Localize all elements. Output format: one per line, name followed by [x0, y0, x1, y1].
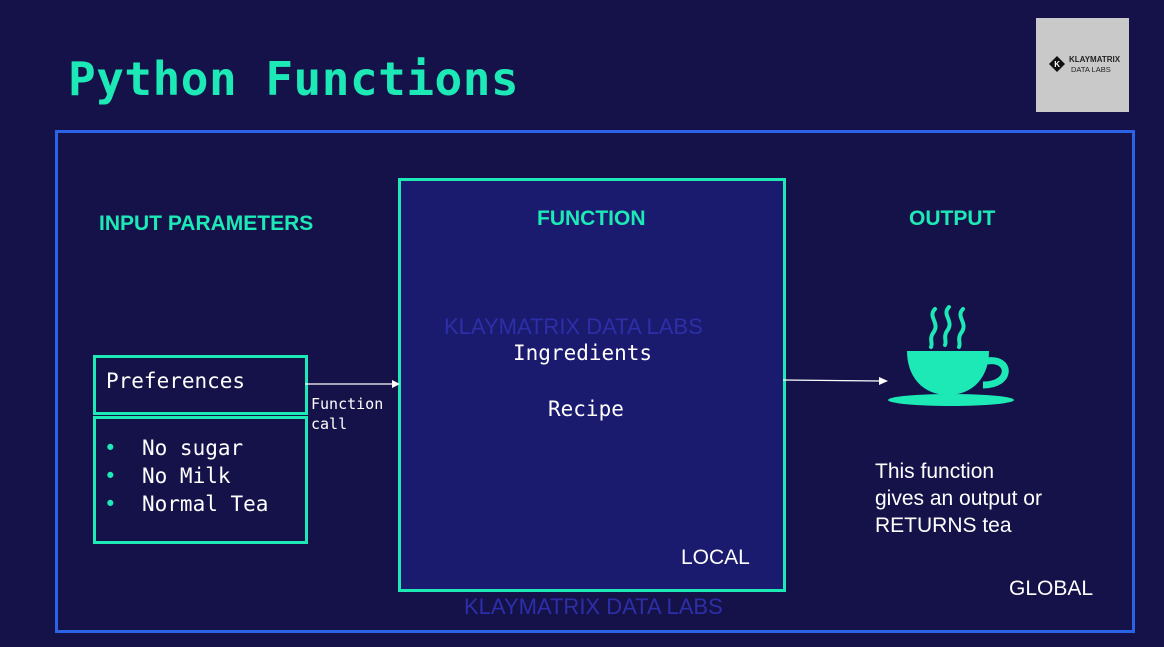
function-call-label: Function call	[311, 395, 384, 433]
input-parameters-heading: INPUT PARAMETERS	[99, 212, 314, 235]
logo-text-line2: DATA LABS	[1071, 65, 1111, 74]
logo-text-line1: KLAYMATRIX	[1069, 55, 1121, 64]
watermark-text: KLAYMATRIX DATA LABS	[464, 594, 723, 619]
klaymatrix-logo-icon: K	[1049, 56, 1065, 72]
global-scope-label: GLOBAL	[1009, 577, 1094, 600]
list-item: •No Milk	[104, 464, 231, 488]
preferences-label: Preferences	[106, 369, 246, 393]
slide-title: Python Functions	[68, 52, 520, 106]
recipe-label: Recipe	[548, 397, 624, 421]
svg-text:K: K	[1054, 60, 1060, 69]
list-item: •Normal Tea	[104, 492, 269, 516]
ingredients-label: Ingredients	[513, 341, 653, 365]
watermark-text: KLAYMATRIX DATA LABS	[444, 314, 703, 339]
preferences-box	[93, 355, 308, 415]
function-box	[398, 178, 786, 592]
list-item: •No sugar	[104, 436, 244, 460]
preferences-list-box	[93, 416, 308, 544]
function-heading: FUNCTION	[537, 207, 646, 230]
global-scope-box	[55, 130, 1135, 633]
output-heading: OUTPUT	[909, 207, 996, 230]
teacup-icon	[888, 305, 1014, 406]
local-scope-label: LOCAL	[681, 546, 750, 569]
output-description: This function gives an output or RETURNS…	[875, 460, 1042, 537]
